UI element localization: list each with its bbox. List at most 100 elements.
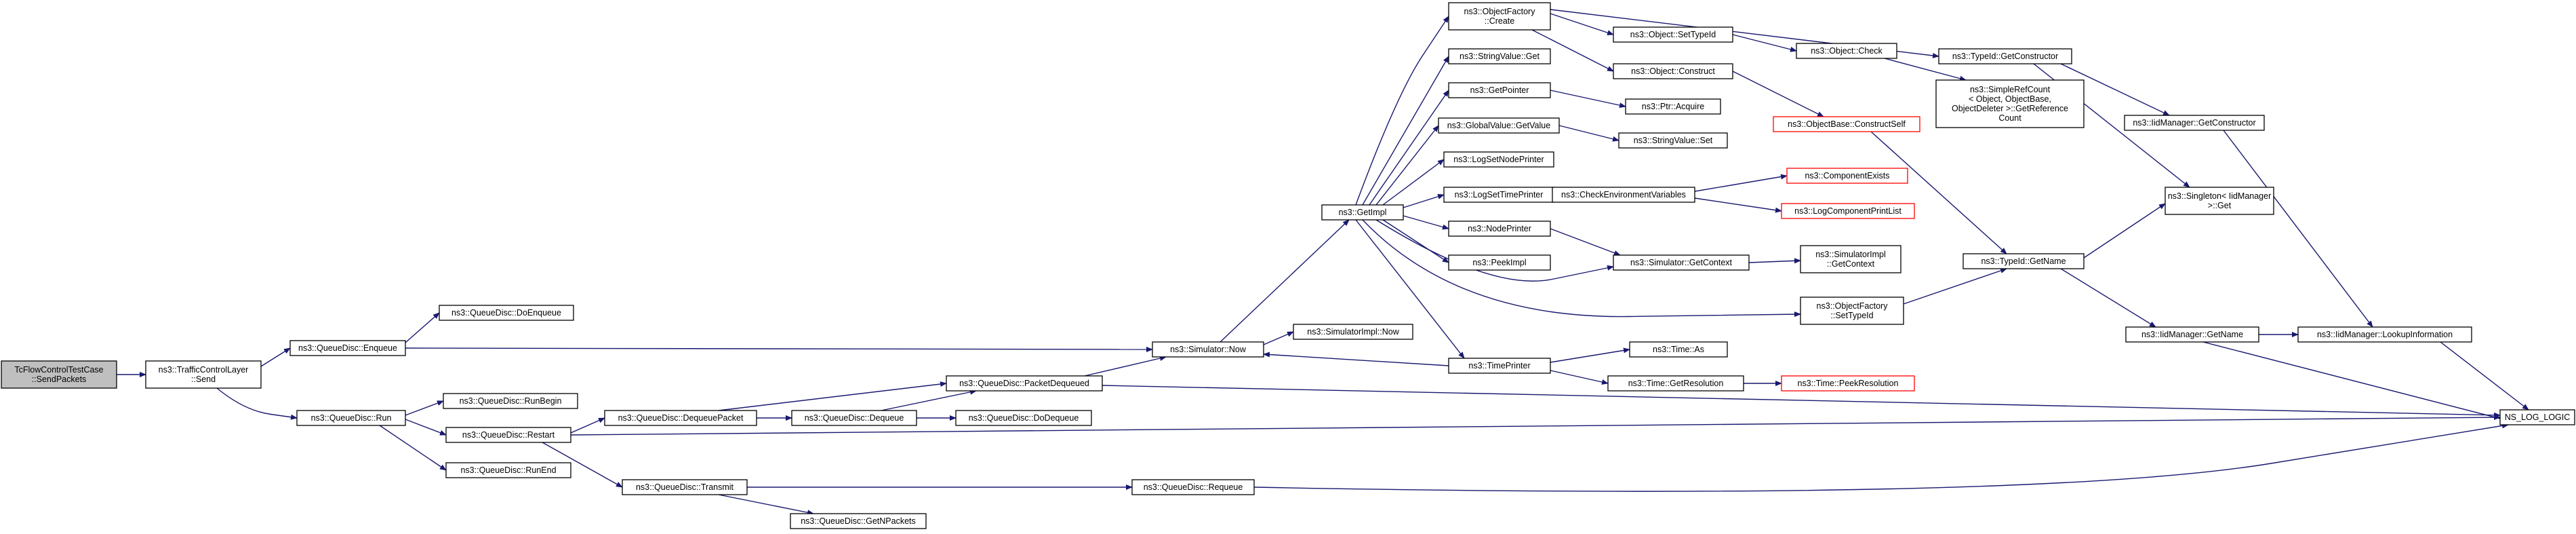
node-peekimpl[interactable]: ns3::PeekImpl	[1448, 254, 1551, 271]
node-object-settypeid[interactable]: ns3::Object::SetTypeId	[1613, 26, 1733, 43]
node-box	[1448, 2, 1551, 31]
node-label: < Object, ObjectBase,	[1969, 94, 2051, 104]
edge-arrow	[881, 389, 977, 411]
node-checkenv[interactable]: ns3::CheckEnvironmentVariables	[1552, 187, 1695, 203]
edge-objectbase_constructself-to-typeid_getname	[1870, 131, 2007, 254]
node-tcl-send[interactable]: ns3::TrafficControlLayer::Send	[145, 360, 262, 389]
edge-arrow	[1550, 13, 1614, 35]
node-label: NS_LOG_LOGIC	[2505, 413, 2571, 422]
node-time-peekresolution[interactable]: ns3::Time::PeekResolution	[1781, 375, 1915, 392]
node-logsettimeprinter[interactable]: ns3::LogSetTimePrinter	[1443, 187, 1554, 203]
node-box	[1935, 79, 2085, 128]
edge-iidmanager_getname-to-ns_log_logic	[2202, 341, 2509, 422]
node-object-construct[interactable]: ns3::Object::Construct	[1613, 63, 1733, 79]
node-of-settypeid[interactable]: ns3::ObjectFactory::SetTypeId	[1800, 297, 1904, 325]
node-stringvalue-set[interactable]: ns3::StringValue::Set	[1618, 132, 1728, 149]
edge-typeid_getconstructor-to-iidmanager_getconstructor	[2060, 63, 2170, 116]
edge-object_construct-to-objectbase_constructself	[1732, 71, 1824, 117]
edge-arrow	[1375, 219, 1614, 282]
node-qd-transmit[interactable]: ns3::QueueDisc::Transmit	[622, 479, 748, 495]
node-sim-now[interactable]: ns3::Simulator::Now	[1152, 341, 1264, 358]
node-logcomponentprintlist[interactable]: ns3::LogComponentPrintList	[1781, 203, 1915, 219]
node-label: ns3::QueueDisc::DequeuePacket	[618, 413, 744, 423]
node-label: ::Create	[1485, 16, 1515, 26]
node-box	[1781, 203, 1915, 219]
edge-tcl_send-to-qd_run	[216, 387, 298, 420]
node-ns-log-logic[interactable]: NS_LOG_LOGIC	[2499, 409, 2575, 425]
node-of-create[interactable]: ns3::ObjectFactory::Create	[1448, 2, 1551, 31]
edge-nodeprinter-to-sim_getcontext	[1550, 228, 1621, 256]
node-label: ns3::Ptr::Acquire	[1642, 102, 1704, 111]
node-box	[2297, 326, 2472, 343]
edge-arrow	[1531, 29, 1614, 72]
node-box	[1781, 375, 1915, 392]
node-iidmanager-getconstructor[interactable]: ns3::IidManager::GetConstructor	[2124, 115, 2265, 131]
node-simimpl-getcontext[interactable]: ns3::SimulatorImpl::GetContext	[1800, 245, 1901, 273]
node-label: ns3::ObjectFactory	[1817, 301, 1889, 311]
node-qd-packetdequeued[interactable]: ns3::QueueDisc::PacketDequeued	[946, 375, 1103, 392]
node-stringvalue-get[interactable]: ns3::StringValue::Get	[1448, 48, 1551, 64]
node-label: ns3::TypeId::GetName	[1981, 256, 2066, 266]
node-objectbase-constructself[interactable]: ns3::ObjectBase::ConstructSelf	[1773, 116, 1920, 132]
node-box	[1800, 297, 1904, 325]
edge-arrow	[1355, 16, 1449, 206]
node-qd-enqueue[interactable]: ns3::QueueDisc::Enqueue	[289, 340, 406, 356]
node-qd-getnpackets[interactable]: ns3::QueueDisc::GetNPackets	[790, 513, 927, 529]
edge-arrow	[1870, 131, 2007, 254]
edge-qd_dequeuepacket-to-qd_packetdequeued	[718, 381, 947, 411]
node-label: ns3::ComponentExists	[1805, 171, 1889, 180]
node-root[interactable]: TcFlowControlTestCase::SendPackets	[1, 360, 117, 389]
node-iidmanager-getname[interactable]: ns3::IidManager::GetName	[2125, 326, 2259, 343]
node-qd-doenqueue[interactable]: ns3::QueueDisc::DoEnqueue	[439, 305, 574, 321]
node-qd-runbegin[interactable]: ns3::QueueDisc::RunBegin	[443, 393, 578, 409]
node-simplerefcount[interactable]: ns3::SimpleRefCount< Object, ObjectBase,…	[1935, 79, 2085, 128]
edge-arrow	[1550, 347, 1630, 363]
node-label: ::SetTypeId	[1830, 311, 1873, 320]
node-singleton-get[interactable]: ns3::Singleton< IidManager >::Get	[2165, 187, 2274, 215]
node-box	[946, 375, 1103, 392]
node-label: ns3::PeekImpl	[1472, 258, 1526, 267]
node-label: ns3::QueueDisc::PacketDequeued	[959, 379, 1089, 388]
edge-arrow	[1382, 219, 1449, 263]
node-label: ns3::QueueDisc::RunEnd	[460, 465, 556, 475]
node-typeid-getname[interactable]: ns3::TypeId::GetName	[1963, 253, 2085, 269]
node-box	[296, 410, 406, 426]
edge-arrow	[542, 442, 623, 488]
node-logsetnodeprinter[interactable]: ns3::LogSetNodePrinter	[1443, 151, 1554, 168]
node-typeid-getconstructor[interactable]: ns3::TypeId::GetConstructor	[1938, 48, 2072, 64]
node-qd-dequeue[interactable]: ns3::QueueDisc::Dequeue	[791, 410, 917, 426]
edges-layer	[117, 9, 2529, 516]
node-label: ns3::TypeId::GetConstructor	[1952, 52, 2058, 61]
node-qd-dequeuepacket[interactable]: ns3::QueueDisc::DequeuePacket	[604, 410, 757, 426]
node-box	[1618, 132, 1728, 149]
edge-of_create-to-object_settypeid	[1550, 13, 1614, 35]
node-qd-dodequeue[interactable]: ns3::QueueDisc::DoDequeue	[955, 410, 1092, 426]
node-simimpl-now[interactable]: ns3::SimulatorImpl::Now	[1293, 324, 1413, 340]
node-box	[1607, 375, 1744, 392]
node-ptr-acquire[interactable]: ns3::Ptr::Acquire	[1625, 98, 1721, 115]
node-label: TcFlowControlTestCase	[14, 365, 103, 375]
node-sim-getcontext[interactable]: ns3::Simulator::GetContext	[1613, 254, 1750, 271]
node-label: ::SendPackets	[32, 375, 87, 384]
node-time-getresolution[interactable]: ns3::Time::GetResolution	[1607, 375, 1744, 392]
node-label: Count	[1998, 113, 2021, 123]
node-getpointer[interactable]: ns3::GetPointer	[1448, 82, 1551, 98]
node-globalvalue-getvalue[interactable]: ns3::GlobalValue::GetValue	[1438, 117, 1560, 134]
edge-arrow	[1550, 370, 1609, 385]
node-componentexists[interactable]: ns3::ComponentExists	[1786, 168, 1908, 184]
node-qd-requeue[interactable]: ns3::QueueDisc::Requeue	[1131, 479, 1255, 495]
node-box	[1938, 48, 2072, 64]
node-timeprinter[interactable]: ns3::TimePrinter	[1448, 358, 1551, 374]
node-box	[443, 393, 578, 409]
node-time-as[interactable]: ns3::Time::As	[1629, 341, 1728, 358]
node-iidmanager-lookupinformation[interactable]: ns3::IidManager::LookupInformation	[2297, 326, 2472, 343]
edge-qd_restart-to-ns_log_logic	[570, 415, 2501, 436]
node-qd-restart[interactable]: ns3::QueueDisc::Restart	[445, 427, 571, 443]
node-object-check[interactable]: ns3::Object::Check	[1796, 43, 1897, 59]
node-nodeprinter[interactable]: ns3::NodePrinter	[1448, 221, 1551, 237]
node-qd-runend[interactable]: ns3::QueueDisc::RunEnd	[445, 462, 571, 478]
node-getimpl[interactable]: ns3::GetImpl	[1321, 204, 1404, 221]
node-label: ns3::Object::SetTypeId	[1630, 30, 1716, 39]
node-qd-run[interactable]: ns3::QueueDisc::Run	[296, 410, 406, 426]
node-box	[1613, 63, 1733, 79]
